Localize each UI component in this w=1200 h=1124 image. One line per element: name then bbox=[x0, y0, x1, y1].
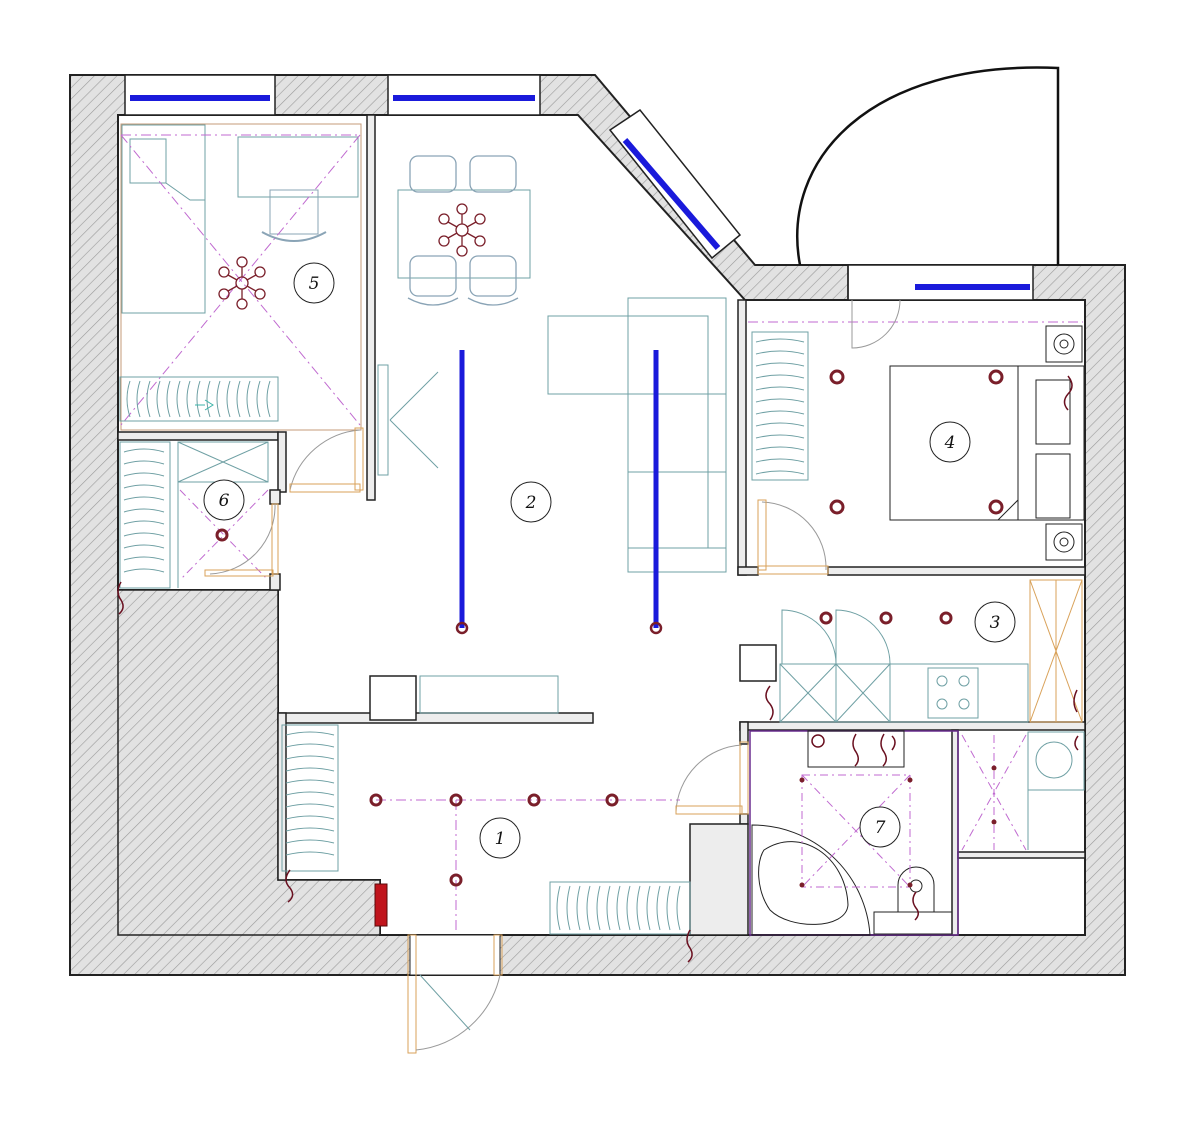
svg-text:4: 4 bbox=[944, 433, 956, 453]
ceiling-light-icon bbox=[215, 528, 229, 542]
living-room bbox=[369, 155, 727, 721]
svg-text:5: 5 bbox=[309, 274, 320, 294]
kitchen-shelf bbox=[1029, 579, 1083, 723]
window-icon bbox=[608, 108, 742, 260]
cable-outlet-icon bbox=[686, 929, 693, 963]
ceiling-light-icon bbox=[819, 611, 833, 625]
cable-outlet-icon bbox=[852, 733, 859, 767]
sofa bbox=[547, 297, 727, 573]
radiator-icon bbox=[119, 376, 279, 422]
cable-outlet-icon bbox=[891, 735, 896, 751]
room-label-1: 1 bbox=[479, 817, 521, 859]
room-labels: 1 2 3 4 5 6 7 bbox=[203, 262, 1016, 859]
dining-chairs bbox=[407, 155, 519, 306]
cable-outlet-icon bbox=[912, 891, 919, 921]
svg-text:6: 6 bbox=[219, 491, 230, 511]
ceiling-light-icon bbox=[369, 793, 383, 807]
led-strip-icon bbox=[455, 350, 469, 635]
cable-outlet-icon bbox=[811, 734, 825, 748]
exterior-walls bbox=[69, 74, 1126, 976]
room-label-5: 5 bbox=[293, 262, 335, 304]
hall bbox=[281, 724, 749, 1054]
cable-outlet-icon bbox=[117, 581, 124, 615]
door-swing-icon bbox=[204, 503, 279, 577]
kids-room bbox=[119, 123, 364, 493]
window-icon bbox=[124, 74, 276, 116]
door-swing-icon bbox=[757, 499, 829, 575]
cable-outlet-icon bbox=[1074, 735, 1079, 751]
bathtub bbox=[751, 824, 871, 936]
room-label-2: 2 bbox=[510, 481, 552, 523]
cable-outlet-icon bbox=[285, 869, 294, 903]
ceiling-lights bbox=[829, 369, 1004, 515]
chandelier-icon bbox=[218, 256, 266, 310]
windows bbox=[124, 74, 1034, 301]
cable-outlet-icon bbox=[880, 733, 887, 767]
ceiling-light-icon bbox=[988, 369, 1004, 385]
ceiling-light-icon bbox=[988, 499, 1004, 515]
desk bbox=[237, 136, 359, 242]
kitchen bbox=[739, 579, 1083, 723]
bedroom bbox=[748, 299, 1085, 575]
radiator-icon bbox=[281, 724, 339, 872]
electric-panel-icon bbox=[374, 883, 388, 927]
svg-text:7: 7 bbox=[875, 818, 886, 838]
bed bbox=[121, 124, 206, 314]
ceiling-light-icon bbox=[605, 793, 619, 807]
sink bbox=[807, 730, 905, 768]
room-label-4: 4 bbox=[929, 421, 971, 463]
radiator-icon bbox=[119, 441, 171, 589]
kitchen-counter bbox=[779, 609, 1029, 723]
closet bbox=[117, 441, 279, 615]
ceiling-light-icon bbox=[939, 611, 953, 625]
svg-text:2: 2 bbox=[525, 493, 537, 513]
ceiling-light-icon bbox=[449, 793, 463, 807]
door-swing-icon bbox=[407, 934, 503, 1054]
door-swing-icon bbox=[289, 427, 364, 493]
door-swing-icon bbox=[675, 741, 749, 815]
room-label-6: 6 bbox=[203, 479, 245, 521]
balcony bbox=[796, 66, 1060, 300]
ceiling-light-icon bbox=[527, 793, 541, 807]
ceiling-light-icon bbox=[879, 611, 893, 625]
room-label-7: 7 bbox=[859, 806, 901, 848]
ceiling-light-icon bbox=[829, 499, 845, 515]
svg-text:3: 3 bbox=[990, 613, 1001, 633]
ceiling-light-icon bbox=[449, 873, 463, 887]
radiator-icon bbox=[751, 331, 809, 481]
bathroom bbox=[749, 730, 1085, 936]
washing-machine bbox=[1027, 731, 1085, 850]
cable-outlet-icon bbox=[1073, 689, 1078, 713]
cable-outlet-icon bbox=[765, 685, 774, 721]
window-icon bbox=[847, 264, 1034, 301]
chandelier-icon bbox=[438, 203, 486, 257]
radiator-icon bbox=[549, 881, 691, 935]
cable-outlet-icon bbox=[1063, 375, 1073, 411]
svg-text:1: 1 bbox=[495, 829, 506, 849]
room-label-3: 3 bbox=[974, 601, 1016, 643]
nightstands bbox=[1045, 325, 1083, 561]
double-bed bbox=[889, 365, 1085, 521]
window-icon bbox=[387, 74, 541, 116]
led-strip-icon bbox=[649, 350, 663, 635]
ceiling-light-icon bbox=[829, 369, 845, 385]
